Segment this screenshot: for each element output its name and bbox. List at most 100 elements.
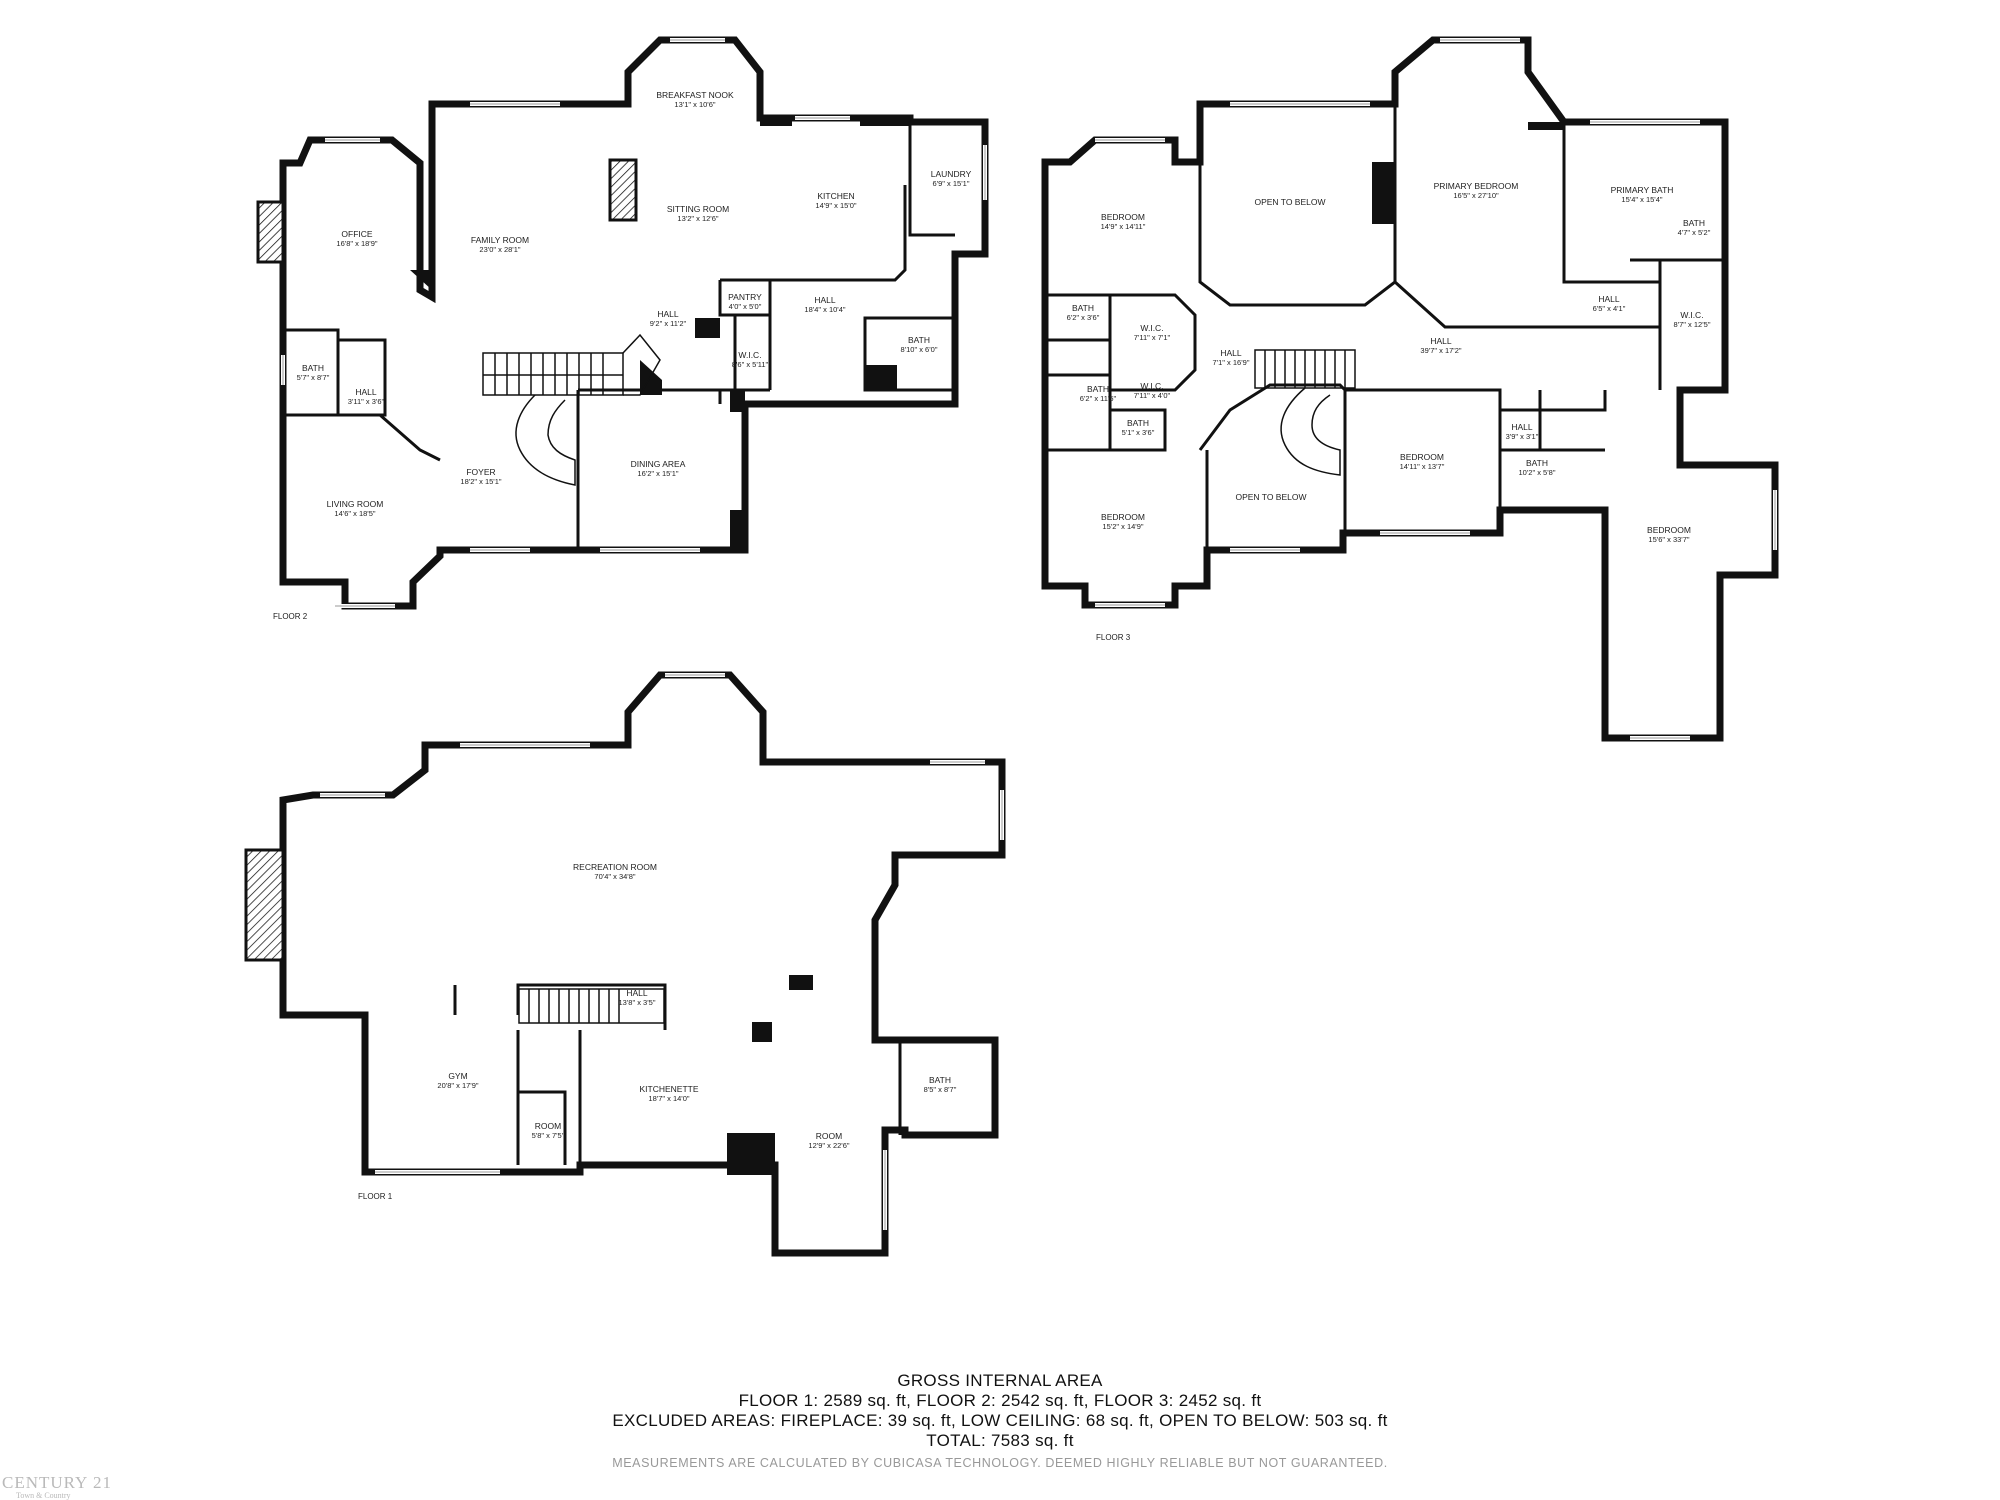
room-bath-b-f3-name: BATH: [1072, 303, 1094, 313]
room-foyer-dim: 18'2" x 15'1": [460, 477, 501, 486]
room-wic-a-f3-name: W.I.C.: [1140, 323, 1163, 333]
room-bath-d-f3-name: BATH: [1127, 418, 1149, 428]
excluded-areas-line: EXCLUDED AREAS: FIREPLACE: 39 sq. ft, LO…: [612, 1411, 1388, 1430]
room-bedroom-b-f3-name: BEDROOM: [1400, 452, 1444, 462]
logo-brand: CENTURY 21: [2, 1473, 112, 1492]
disclaimer: MEASUREMENTS ARE CALCULATED BY CUBICASA …: [612, 1456, 1388, 1470]
room-hall-f1-name: HALL: [626, 988, 648, 998]
floor-1-label: FLOOR 1: [358, 1192, 393, 1201]
room-office-name: OFFICE: [341, 229, 372, 239]
room-kitchenette-dim: 18'7" x 14'0": [648, 1094, 689, 1103]
room-hall-a-name: HALL: [814, 295, 836, 305]
room-primary-bath-name: PRIMARY BATH: [1611, 185, 1674, 195]
room-wic-b-f3-name: W.I.C.: [1680, 310, 1703, 320]
room-laundry-dim: 6'9" x 15'1": [933, 179, 970, 188]
room-bath-e-f3-name: BATH: [1526, 458, 1548, 468]
room-bath-b-f3-dim: 6'2" x 3'6": [1067, 313, 1100, 322]
room-bedroom-d-f3-name: BEDROOM: [1647, 525, 1691, 535]
century21-logo: CENTURY 21 Town & Country: [2, 1474, 112, 1500]
room-kitchen-dim: 14'9" x 15'0": [815, 201, 856, 210]
room-wic-c-f3-dim: 7'11" x 4'0": [1134, 391, 1171, 400]
room-kitchen-name: KITCHEN: [817, 191, 854, 201]
room-hall-b-dim: 9'2" x 11'2": [650, 319, 687, 328]
room-hall-c-name: HALL: [355, 387, 377, 397]
room-hall-c-dim: 3'11" x 3'6": [348, 397, 385, 406]
room-room-b-f1-name: ROOM: [816, 1131, 842, 1141]
room-wic-dim: 8'6" x 5'11": [732, 360, 769, 369]
room-bath-f1-dim: 8'5" x 8'7": [924, 1085, 957, 1094]
room-wic-a-f3-dim: 7'11" x 7'1": [1134, 333, 1171, 342]
room-office-dim: 16'8" x 18'9": [336, 239, 377, 248]
floor-2-windows: [281, 38, 987, 608]
room-living-room-dim: 14'6" x 18'5": [334, 509, 375, 518]
room-primary-bedroom-dim: 16'5" x 27'10": [1453, 191, 1499, 200]
room-bedroom-a-name: BEDROOM: [1101, 212, 1145, 222]
room-bath-e-f3-dim: 10'2" x 5'8": [1519, 468, 1556, 477]
room-bath-c-f3-name: BATH: [1087, 384, 1109, 394]
room-room-a-f1-dim: 5'8" x 7'5": [532, 1131, 565, 1140]
room-family-room-dim: 23'0" x 28'1": [479, 245, 520, 254]
room-dining-area-dim: 16'2" x 15'1": [637, 469, 678, 478]
room-bath-d-f3-dim: 5'1" x 3'6": [1122, 428, 1155, 437]
room-breakfast-nook-dim: 13'1" x 10'6": [674, 100, 715, 109]
room-hall-f1-dim: 13'8" x 3'5": [619, 998, 656, 1007]
room-open-to-below-a: OPEN TO BELOW: [1254, 197, 1325, 207]
floor-3-plan: BEDROOM 14'9" x 14'11" OPEN TO BELOW PRI…: [1041, 36, 1779, 742]
room-hall-a-f3-dim: 6'5" x 4'1": [1593, 304, 1626, 313]
room-sitting-room-name: SITTING ROOM: [667, 204, 729, 214]
floor-area-line: FLOOR 1: 2589 sq. ft, FLOOR 2: 2542 sq. …: [738, 1391, 1262, 1410]
room-bedroom-d-f3-dim: 15'6" x 33'7": [1648, 535, 1689, 544]
room-primary-bedroom-name: PRIMARY BEDROOM: [1434, 181, 1519, 191]
floor-1-windows: [320, 673, 1004, 1230]
room-hall-c-f3-dim: 7'1" x 16'9": [1213, 358, 1250, 367]
total-area-line: TOTAL: 7583 sq. ft: [926, 1431, 1074, 1450]
room-kitchenette-name: KITCHENETTE: [639, 1084, 698, 1094]
room-pantry-dim: 4'0" x 5'0": [729, 302, 762, 311]
room-hall-b-f3-name: HALL: [1430, 336, 1452, 346]
room-sitting-room-dim: 13'2" x 12'6": [677, 214, 718, 223]
room-gym-dim: 20'8" x 17'9": [437, 1081, 478, 1090]
room-primary-bath-dim: 15'4" x 15'4": [1621, 195, 1662, 204]
logo-subtitle: Town & Country: [16, 1491, 71, 1500]
room-living-room-name: LIVING ROOM: [327, 499, 384, 509]
room-wic-name: W.I.C.: [738, 350, 761, 360]
room-open-to-below-b: OPEN TO BELOW: [1235, 492, 1306, 502]
room-pantry-name: PANTRY: [728, 292, 762, 302]
room-hall-b-name: HALL: [657, 309, 679, 319]
room-room-a-f1-name: ROOM: [535, 1121, 561, 1131]
room-hall-d-f3-name: HALL: [1511, 422, 1533, 432]
room-bedroom-c-f3-name: BEDROOM: [1101, 512, 1145, 522]
room-breakfast-nook-name: BREAKFAST NOOK: [656, 90, 734, 100]
room-bath-a-f3-name: BATH: [1683, 218, 1705, 228]
room-dining-area-name: DINING AREA: [631, 459, 686, 469]
room-recreation-room-name: RECREATION ROOM: [573, 862, 657, 872]
room-hall-a-f3-name: HALL: [1598, 294, 1620, 304]
room-hall-c-f3-name: HALL: [1220, 348, 1242, 358]
floor-3-stairs: [1254, 349, 1356, 476]
room-hall-b-f3-dim: 39'7" x 17'2": [1420, 346, 1461, 355]
gross-area-title: GROSS INTERNAL AREA: [897, 1371, 1103, 1390]
room-foyer-name: FOYER: [466, 467, 495, 477]
floor-2-label: FLOOR 2: [273, 612, 308, 621]
room-hall-a-dim: 18'4" x 10'4": [804, 305, 845, 314]
room-recreation-room-dim: 70'4" x 34'8": [594, 872, 635, 881]
room-bath-f1-name: BATH: [929, 1075, 951, 1085]
floor-2-stairs: [482, 333, 661, 486]
room-bath-a-dim: 8'10" x 6'0": [901, 345, 938, 354]
room-wic-c-f3-name: W.I.C.: [1140, 381, 1163, 391]
room-bedroom-b-f3-dim: 14'11" x 13'7": [1400, 462, 1445, 471]
room-bath-b-name: BATH: [302, 363, 324, 373]
room-family-room-name: FAMILY ROOM: [471, 235, 529, 245]
room-bath-c-f3-dim: 6'2" x 11'5": [1080, 394, 1117, 403]
room-bedroom-a-dim: 14'9" x 14'11": [1101, 222, 1146, 231]
room-bedroom-c-f3-dim: 15'2" x 14'9": [1102, 522, 1143, 531]
room-bath-a-f3-dim: 4'7" x 5'2": [1678, 228, 1711, 237]
room-laundry-name: LAUNDRY: [931, 169, 972, 179]
floor-3-windows: [1095, 38, 1777, 740]
floor-1-stairs: [518, 988, 665, 1024]
floor-1-plan: RECREATION ROOM 70'4" x 34'8" HALL 13'8"…: [244, 671, 1006, 1257]
room-gym-name: GYM: [448, 1071, 467, 1081]
room-hall-d-f3-dim: 3'9" x 3'1": [1506, 432, 1539, 441]
room-wic-b-f3-dim: 8'7" x 12'5": [1674, 320, 1711, 329]
